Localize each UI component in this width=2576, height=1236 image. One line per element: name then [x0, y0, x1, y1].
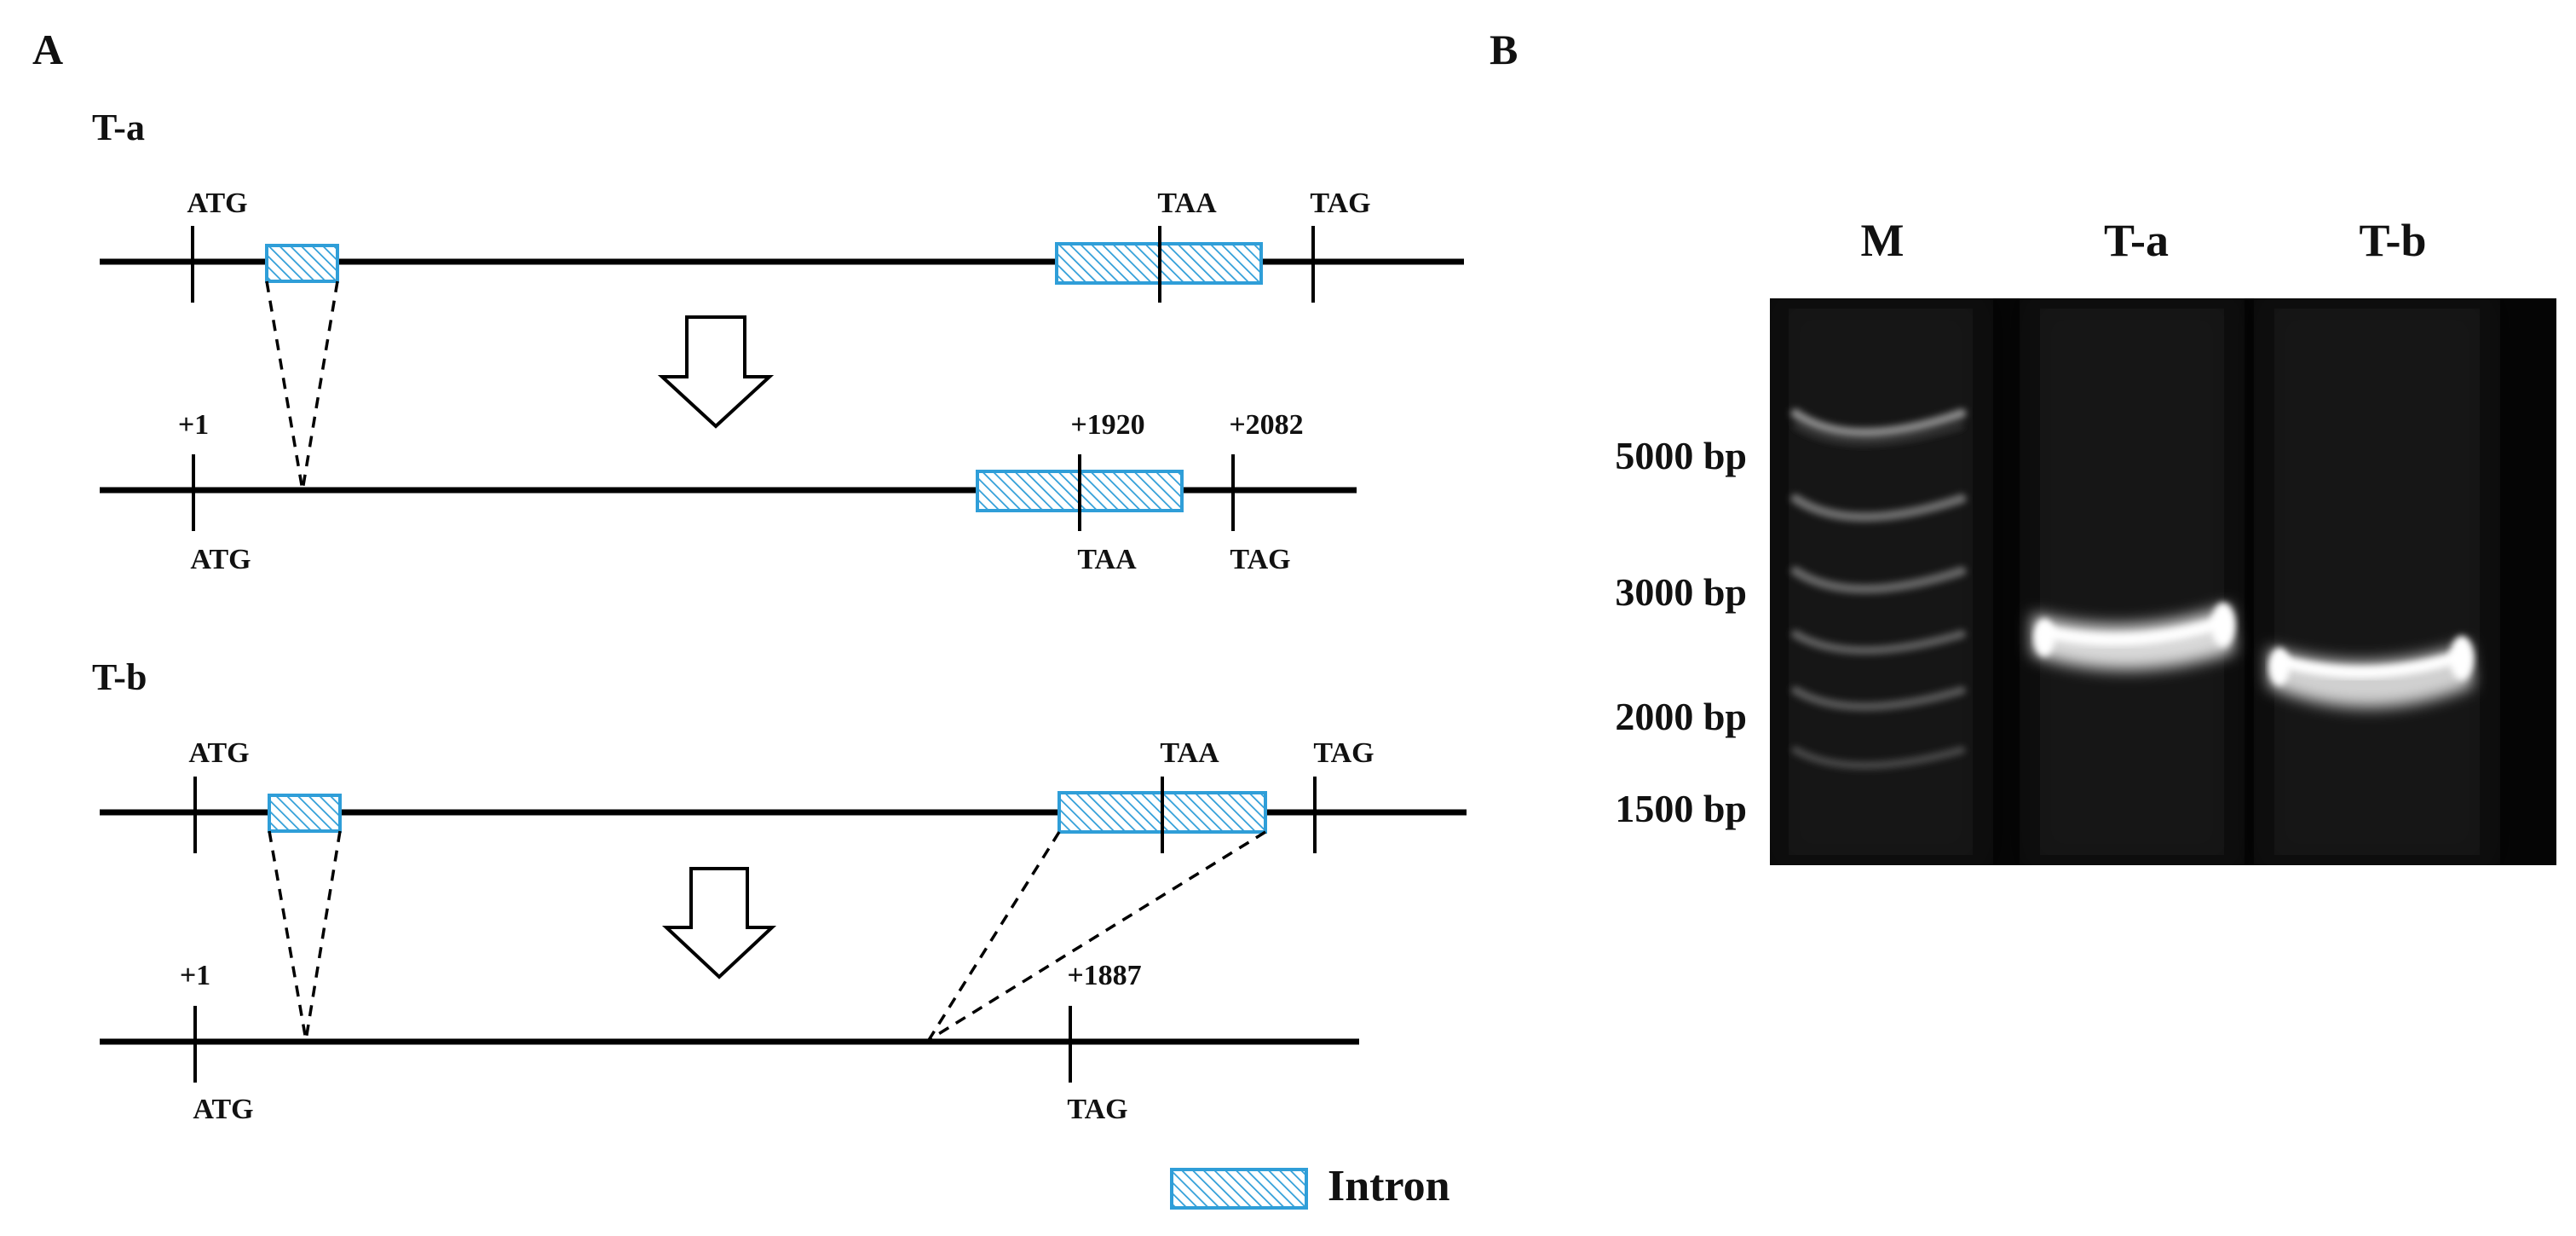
tb-transcript-start-codon: ATG: [193, 1094, 254, 1125]
intron-box: [265, 244, 339, 283]
ta-transcript-stop-codon-1: TAA: [1077, 544, 1137, 575]
ta-position-tag: +2082: [1229, 409, 1304, 441]
panel-label-b: B: [1490, 26, 1519, 73]
tb-band: [2268, 636, 2474, 708]
gel-bands: [1778, 298, 2490, 865]
tb-position-tag: +1887: [1067, 960, 1142, 991]
tb-stop-codon-2-label: TAG: [1313, 737, 1374, 769]
ta-transcript-start-codon: ATG: [190, 544, 251, 575]
ladder-label-1500: 1500 bp: [1615, 787, 1747, 830]
tb-position-start: +1: [179, 960, 211, 991]
panel-label-a: A: [32, 26, 64, 73]
gel-lane-ta: T-a: [2103, 215, 2170, 266]
ta-transcript-stop-codon-2: TAG: [1230, 544, 1291, 575]
ta-stop-codon-2-label: TAG: [1310, 188, 1371, 219]
tb-start-codon-label: ATG: [188, 737, 250, 769]
ta-band: [2032, 603, 2235, 670]
gel-lane-m: M: [1860, 215, 1905, 266]
tb-title: T-b: [92, 656, 147, 698]
intron-legend-label: Intron: [1328, 1162, 1450, 1210]
gel-lane-tb: T-b: [2359, 215, 2427, 266]
down-arrow-icon: [657, 315, 775, 429]
agarose-gel-image: [1770, 298, 2556, 865]
ta-start-codon-label: ATG: [187, 188, 248, 219]
ta-position-taa: +1920: [1070, 409, 1145, 441]
ta-position-start: +1: [177, 409, 210, 441]
ladder-label-5000: 5000 bp: [1615, 434, 1747, 477]
tb-stop-codon-1-label: TAA: [1160, 737, 1219, 769]
ta-stop-codon-1-label: TAA: [1157, 188, 1217, 219]
ta-title: T-a: [92, 107, 145, 148]
ladder-label-2000: 2000 bp: [1615, 695, 1747, 738]
intron-box: [268, 794, 342, 833]
intron-legend-swatch: [1170, 1168, 1308, 1210]
tb-transcript-stop-codon: TAG: [1067, 1094, 1128, 1125]
down-arrow-icon: [661, 867, 777, 979]
ladder-label-3000: 3000 bp: [1615, 570, 1747, 614]
tb-transcript-track: [100, 1006, 1359, 1083]
ta-genomic-track: [100, 226, 1464, 491]
ta-transcript-track: [100, 454, 1357, 531]
tb-genomic-track: [100, 777, 1467, 1042]
